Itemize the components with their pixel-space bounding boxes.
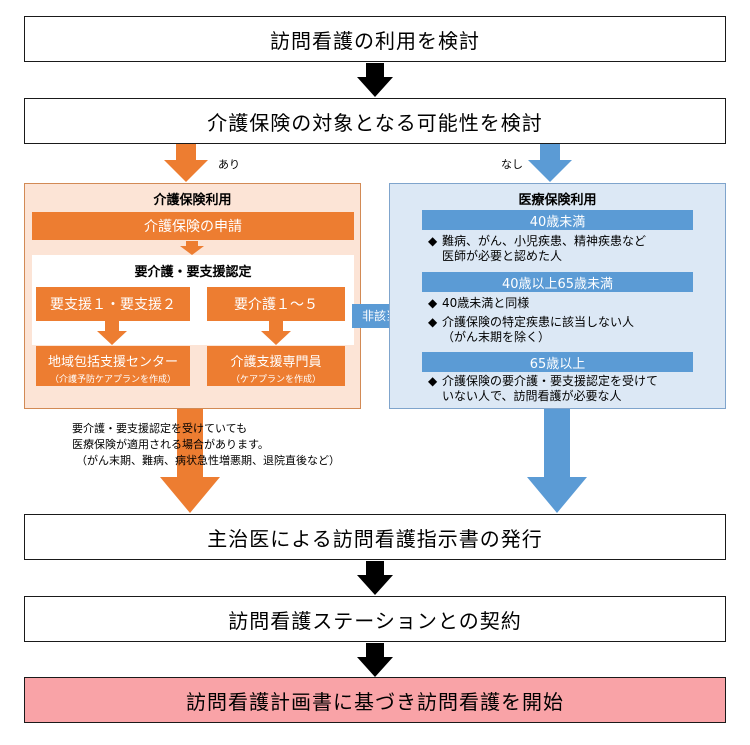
age-band-40to65: 40歳以上65歳未満 [422, 272, 693, 292]
down-arrow-black [357, 643, 393, 677]
list-item-text: 40歳未満と同様 [442, 296, 530, 310]
age-band-over65: 65歳以上 [422, 352, 693, 372]
down-arrow-orange-small [180, 241, 204, 255]
down-arrow-blue [528, 144, 572, 182]
step-start-visit-nursing: 訪問看護計画書に基づき訪問看護を開始 [24, 677, 726, 723]
down-arrow-orange-small [261, 321, 291, 345]
down-arrow-orange-small [97, 321, 127, 345]
list-item-text: 介護保険の特定疾患に該当しない人 [442, 315, 635, 329]
list-item: ◆介護保険の特定疾患に該当しない人 [428, 315, 635, 329]
step-doctor-instruction: 主治医による訪問看護指示書の発行 [24, 514, 726, 560]
care-manager-box: 介護支援専門員 （ケアプランを作成） [207, 346, 345, 386]
not-applicable-label: 非該当 [361, 309, 398, 323]
care-level-label: 要介護１～５ [234, 297, 318, 313]
certification-title: 要介護・要支援認定 [134, 265, 252, 280]
under40-conditions: ◆難病、がん、小児疾患、精神疾患など 医師が必要と認めた人 [428, 234, 718, 264]
note-line: （がん末期、難病、病状急性増悪期、退院直後など） [76, 454, 340, 467]
branch-no-label: なし [501, 158, 523, 171]
care-manager-label: 介護支援専門員 [230, 355, 322, 370]
support-level-box: 要支援１・要支援２ [36, 287, 190, 321]
care-level-box: 要介護１～５ [207, 287, 345, 321]
list-item-text: いない人で、訪問看護が必要な人 [442, 389, 622, 403]
list-item-text: 医師が必要と認めた人 [442, 249, 563, 263]
branch-yes-label: あり [218, 158, 240, 171]
list-item-text: 難病、がん、小児疾患、精神疾患など [442, 234, 647, 248]
down-arrow-black [357, 561, 393, 595]
list-item-text: （がん末期を除く） [442, 330, 551, 344]
over65-conditions: ◆介護保険の要介護・要支援認定を受けて いない人で、訪問看護が必要な人 [428, 374, 718, 404]
step-label: 介護保険の対象となる可能性を検討 [207, 110, 543, 135]
down-arrow-black [357, 63, 393, 97]
step-label: 主治医による訪問看護指示書の発行 [207, 526, 543, 551]
support-level-label: 要支援１・要支援２ [50, 297, 176, 313]
down-arrow-orange-large [160, 409, 220, 513]
regional-support-center-sub: （介護予防ケアプランを作成） [49, 375, 176, 385]
age-band-under40: 40歳未満 [422, 210, 693, 230]
down-arrow-blue-large [527, 409, 587, 513]
list-item: ◆難病、がん、小児疾患、精神疾患など [428, 234, 647, 248]
care-manager-sub: （ケアプランを作成） [230, 375, 321, 385]
care-application-label: 介護保険の申請 [144, 219, 242, 235]
list-item: いない人で、訪問看護が必要な人 [428, 389, 718, 404]
regional-support-center-box: 地域包括支援センター （介護予防ケアプランを作成） [36, 346, 190, 386]
medical-insurance-title: 医療保険利用 [518, 193, 597, 208]
list-item: ◆40歳未満と同様 [428, 296, 530, 310]
age-band-label: 40歳未満 [529, 214, 586, 230]
step-station-contract: 訪問看護ステーションとの契約 [24, 596, 726, 642]
care-insurance-title: 介護保険利用 [153, 193, 232, 208]
age-band-label: 40歳以上65歳未満 [501, 276, 614, 292]
regional-support-center-label: 地域包括支援センター [47, 355, 178, 370]
care-application-box: 介護保険の申請 [32, 212, 354, 240]
age-band-label: 65歳以上 [529, 356, 586, 372]
note-line: 医療保険が適用される場合があります。 [72, 438, 269, 451]
down-arrow-orange [164, 144, 208, 182]
note-line: 要介護・要支援認定を受けていても [72, 422, 248, 435]
note-text: 要介護・要支援認定を受けていても 医療保険が適用される場合があります。 （がん末… [72, 421, 402, 469]
list-item-text: 介護保険の要介護・要支援認定を受けて [442, 374, 659, 388]
list-item: （がん末期を除く） [428, 330, 718, 345]
step-consider-care-insurance: 介護保険の対象となる可能性を検討 [24, 98, 726, 144]
list-item: 医師が必要と認めた人 [428, 249, 718, 264]
step-label: 訪問看護計画書に基づき訪問看護を開始 [186, 689, 564, 714]
step-label: 訪問看護ステーションとの契約 [228, 608, 522, 633]
list-item: ◆介護保険の要介護・要支援認定を受けて [428, 374, 659, 388]
40to65-conditions: ◆40歳未満と同様 ◆介護保険の特定疾患に該当しない人 （がん末期を除く） [428, 296, 718, 345]
step-label: 訪問看護の利用を検討 [270, 28, 480, 53]
step-consider-visit-nursing: 訪問看護の利用を検討 [24, 16, 726, 62]
